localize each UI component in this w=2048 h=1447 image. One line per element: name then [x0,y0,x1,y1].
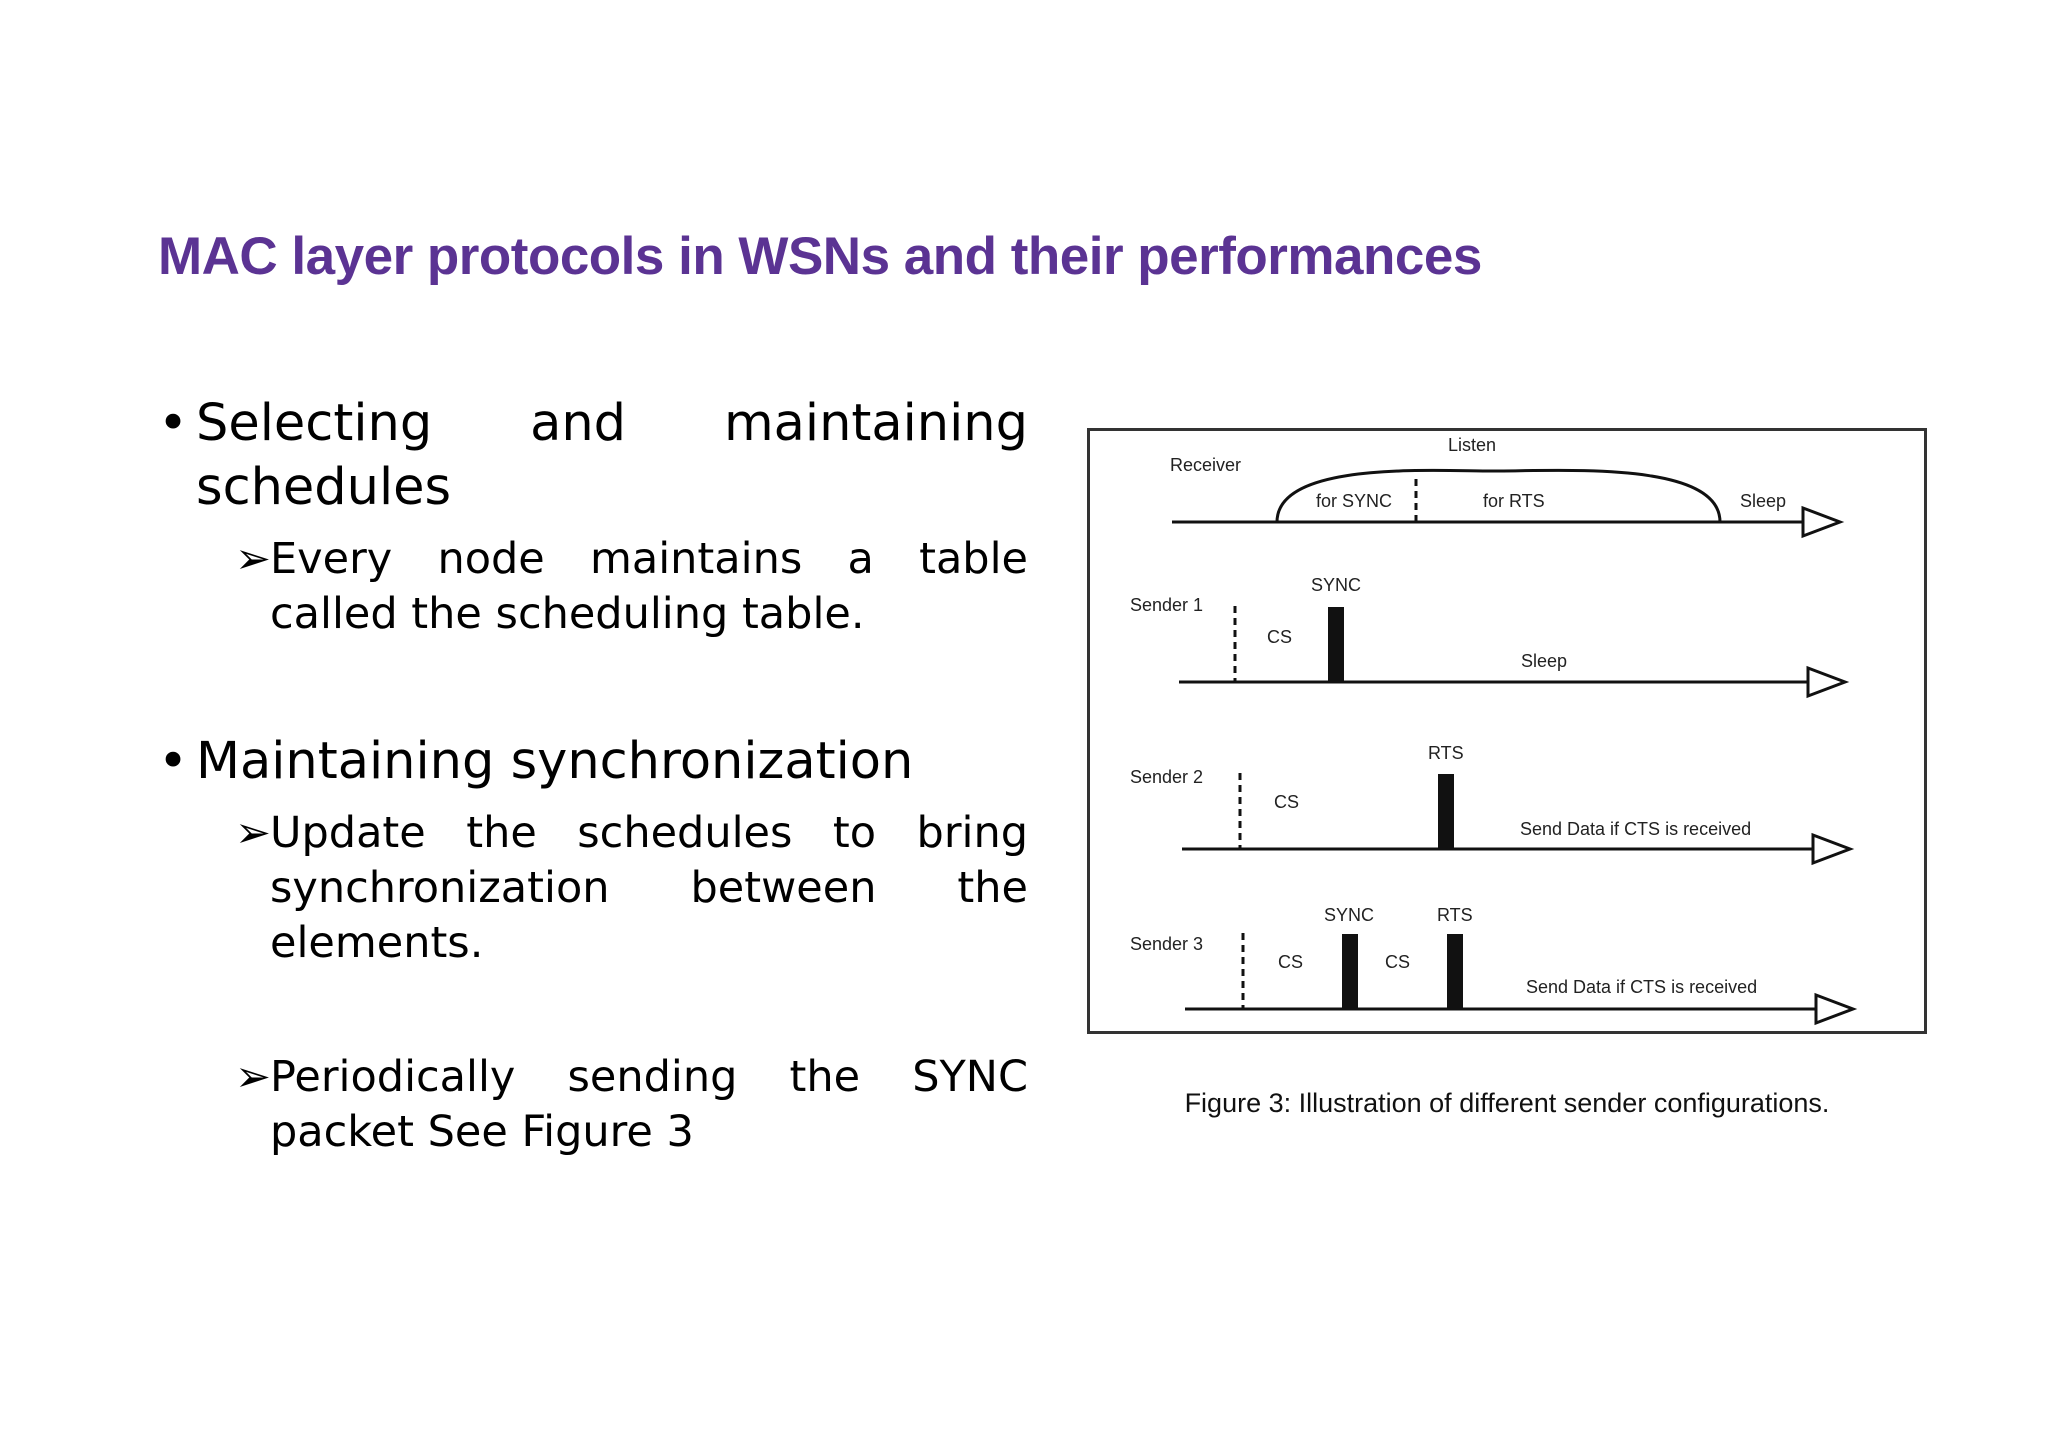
receiver-label: Receiver [1170,455,1241,475]
sender3-arrowhead-icon [1814,992,1858,1026]
sender3-sync-packet [1342,934,1358,1009]
bullet-text: Selecting and maintaining schedules [196,394,1028,517]
bullet-dot-icon: • [158,732,189,791]
sender3-rts-label: RTS [1437,905,1473,925]
sender2-arrowhead-icon [1811,832,1855,866]
bullet-text: Maintaining synchronization [196,732,914,791]
sub-bullet-text: Every node maintains a table called the … [270,534,1028,639]
sender2-rts-label: RTS [1428,743,1464,763]
receiver-sleep-label: Sleep [1740,491,1786,511]
sender1-label: Sender 1 [1130,595,1203,615]
slide-title: MAC layer protocols in WSNs and their pe… [158,227,1482,286]
listen-period-arc [1275,468,1722,523]
sender3-sync-label: SYNC [1324,905,1374,925]
sender3-cs1-label: CS [1278,952,1303,972]
receiver-arrowhead-icon [1801,505,1845,539]
sub-bullet-item: ➢ Periodically sending the SYNC packet S… [235,1050,1028,1160]
arrow-bullet-icon: ➢ [235,1052,272,1102]
sender1-cs-label: CS [1267,627,1292,647]
sender3-rts-packet [1447,934,1463,1009]
sender3-send-label: Send Data if CTS is received [1526,977,1757,997]
bullet-item: • Maintaining synchronization [158,730,1028,794]
figure-caption: Figure 3: Illustration of different send… [1184,1088,1830,1118]
sender1-sleep-label: Sleep [1521,651,1567,671]
sub-bullet-item: ➢ Every node maintains a table called th… [235,532,1028,642]
for-rts-label: for RTS [1483,491,1545,511]
sender1-arrowhead-icon [1806,665,1850,699]
sender2-cs-label: CS [1274,792,1299,812]
listen-label: Listen [1448,435,1496,455]
arrow-bullet-icon: ➢ [235,534,272,584]
timing-diagram: Receiver Listen for SYNC for RTS Sleep S… [1087,428,1927,1034]
sub-bullet-item: ➢ Update the schedules to bring synchron… [235,806,1028,971]
for-sync-label: for SYNC [1316,491,1392,511]
sender2-label: Sender 2 [1130,767,1203,787]
sender1-sync-label: SYNC [1311,575,1361,595]
sender3-cs2-label: CS [1385,952,1410,972]
sub-bullet-text: Periodically sending the SYNC packet See… [270,1052,1028,1157]
bullet-dot-icon: • [158,394,189,453]
bullet-item: • Selecting and maintaining schedules [158,392,1028,520]
sender3-label: Sender 3 [1130,934,1203,954]
arrow-bullet-icon: ➢ [235,808,272,858]
sender2-send-label: Send Data if CTS is received [1520,819,1751,839]
sender1-sync-packet [1328,607,1344,682]
sub-bullet-text: Update the schedules to bring synchroniz… [270,808,1028,968]
sender2-rts-packet [1438,774,1454,849]
